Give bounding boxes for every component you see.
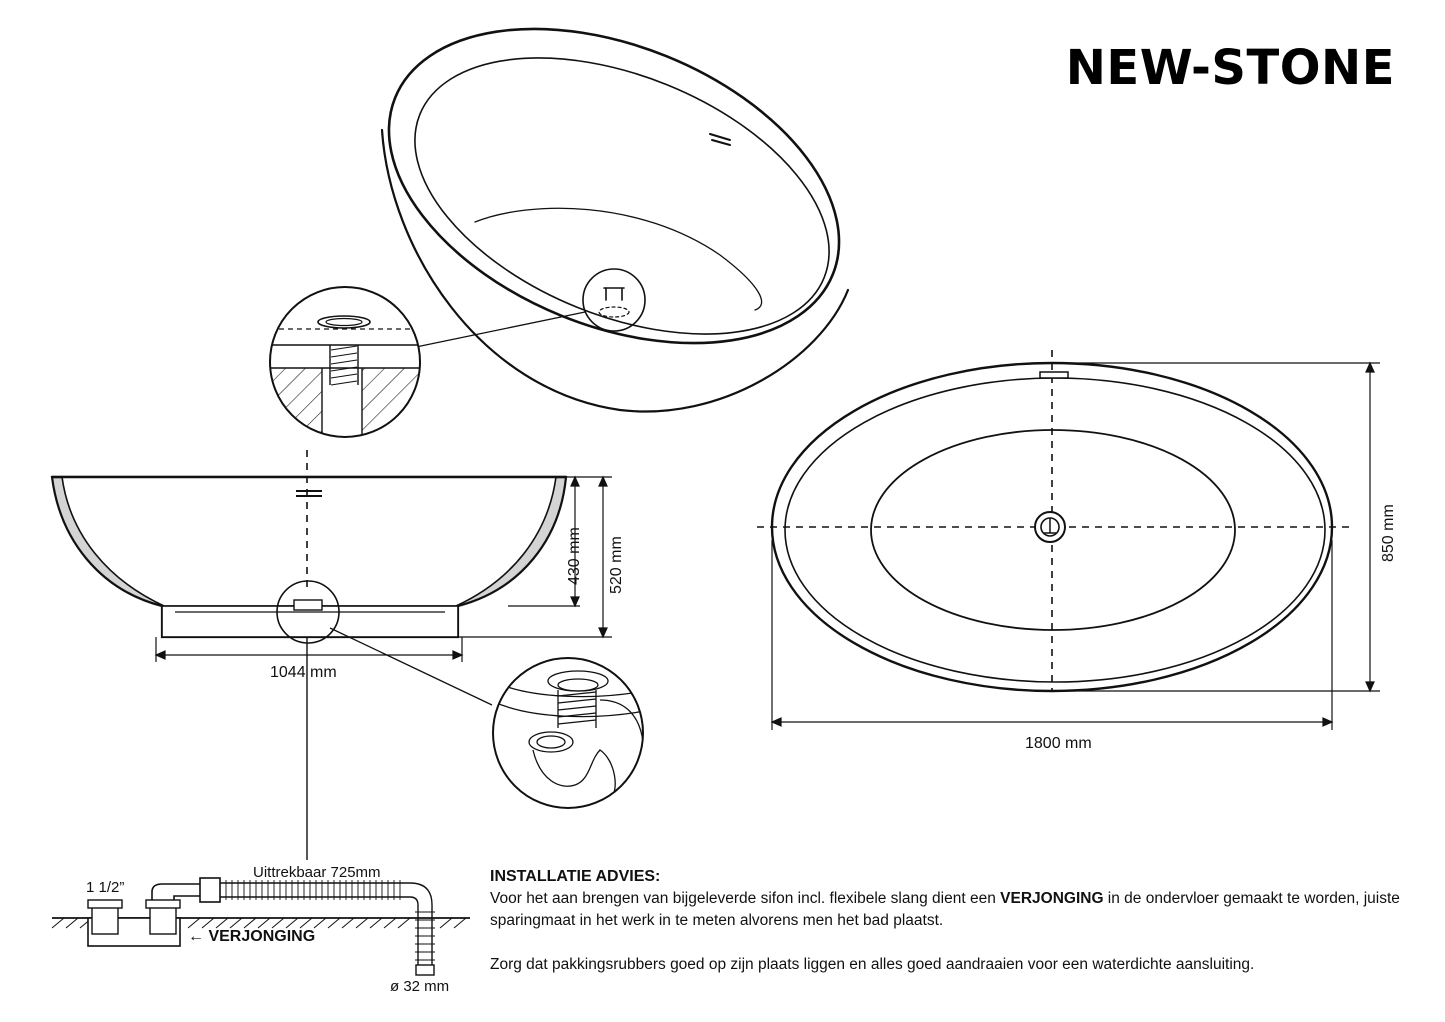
siphon-hose-diameter-label: ø 32 mm bbox=[390, 978, 450, 995]
siphon-detail-circle bbox=[492, 657, 644, 809]
dim-top-width: 1800 mm bbox=[1025, 735, 1092, 752]
advice-p1-start: Voor het aan brengen van bijgeleverde si… bbox=[490, 890, 1001, 907]
siphon-pipe-size-label: 1 1/2” bbox=[86, 879, 125, 896]
side-dimension-lines bbox=[154, 475, 612, 662]
top-view-bathtub bbox=[757, 350, 1350, 693]
side-elevation-view bbox=[50, 450, 568, 860]
advice-paragraph-1: Voor het aan brengen van bijgeleverde si… bbox=[490, 888, 1410, 932]
dim-top-height: 850 mm bbox=[1380, 504, 1397, 562]
dim-base-width: 1044 mm bbox=[270, 664, 337, 681]
dim-side-depth-inner: 430 mm bbox=[566, 527, 583, 585]
advice-p1-bold: VERJONGING bbox=[1000, 890, 1104, 907]
left-arrow-icon: ← bbox=[188, 928, 204, 945]
recess-label: ← VERJONGING bbox=[188, 928, 315, 946]
installation-advice: INSTALLATIE ADVIES: Voor het aan brengen… bbox=[490, 866, 1410, 976]
top-dimension-lines bbox=[770, 361, 1380, 730]
siphon-extendable-label: Uittrekbaar 725mm bbox=[253, 864, 381, 881]
drain-detail-circle bbox=[269, 286, 421, 438]
brand-logo: NEW-STONE bbox=[1065, 40, 1395, 96]
advice-paragraph-2: Zorg dat pakkingsrubbers goed op zijn pl… bbox=[490, 956, 1255, 973]
advice-p1-end: in de ondervloer gemaakt te worden, juis… bbox=[490, 890, 1400, 929]
advice-heading: INSTALLATIE ADVIES: bbox=[490, 868, 661, 885]
dim-side-depth-total: 520 mm bbox=[608, 536, 625, 594]
perspective-bathtub-view bbox=[380, 27, 850, 413]
recess-label-text: VERJONGING bbox=[208, 928, 316, 945]
siphon-installation-drawing bbox=[51, 877, 470, 976]
